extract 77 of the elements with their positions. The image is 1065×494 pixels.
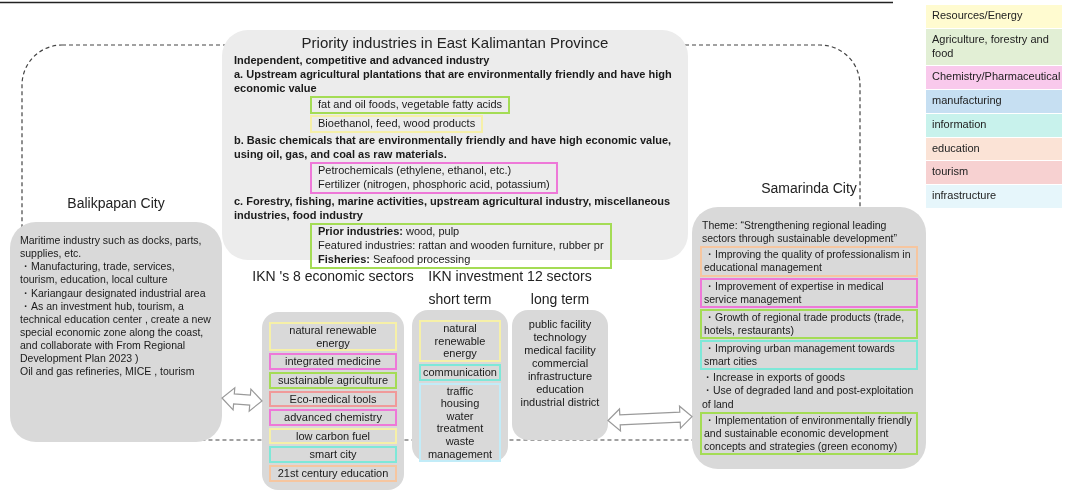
highlight-box (419, 382, 501, 463)
sector-text: Eco-medical tools (288, 392, 378, 406)
sector-text: low carbon fuel (295, 429, 371, 443)
body-text: Oil and gas refineries, MICE , tourism (20, 365, 196, 379)
sector-text: natural renewable energy (433, 322, 487, 360)
sector-text: ・Improving urban management towards smart cities (704, 342, 896, 369)
sector-text: fat and oil foods, vegetable fatty acids (318, 98, 503, 112)
body-text: medical facility (523, 343, 597, 357)
sector-text: integrated medicine (284, 355, 382, 368)
sector-text: smart city (308, 448, 358, 462)
sector-text: traffic (445, 384, 475, 398)
highlight-box (310, 162, 558, 194)
body-text: infrastructure (526, 369, 594, 383)
highlight-box (269, 465, 397, 482)
panel-heading: Balikpapan City (66, 195, 166, 213)
sector-text: housing (439, 397, 481, 410)
body-text: commercial (530, 356, 590, 370)
sector-text: natural renewable energy (288, 324, 378, 350)
body-text: technology (532, 330, 588, 344)
legend-entry: tourism (926, 161, 1062, 184)
highlight-box (700, 340, 918, 371)
panel-heading: long term (529, 291, 591, 309)
sector-text: communication (423, 365, 497, 379)
highlight-box (269, 390, 397, 408)
sector-text: Fertilizer (nitrogen, phosphoric acid, potassium) (318, 178, 550, 192)
body-text: ・As an investment hub, tourism, a technical education center , create a new special economic zone along the coast, and collaborate with From Regional Development Plan 2023 ) (20, 299, 212, 366)
sector-text: 21st century education (276, 467, 390, 480)
highlight-box (419, 320, 501, 362)
body-text: b. Basic chemicals that are environmentally friendly and have high economic value, using oil, gas, and coal as raw materials. (234, 133, 673, 162)
sector-text: ・Implementation of environmentally friendly and sustainable economic development concepts and strategies (green economy) (704, 413, 913, 453)
highlight-box (700, 277, 918, 308)
body-text: public facility (527, 318, 593, 331)
body-text: ・Kariangaur designated industrial area (20, 286, 207, 300)
double-arrow (221, 386, 263, 413)
legend-entry: Resources/Energy (926, 5, 1062, 28)
legend-entry: Chemistry/Pharmaceutical (926, 66, 1062, 89)
highlight-box (269, 427, 397, 445)
sector-text: ・Growth of regional trade products (trade, hotels, restaurants) (704, 310, 906, 337)
highlight-box (269, 409, 397, 426)
body-text: education (535, 382, 585, 396)
sector-text: sustainable agriculture (276, 373, 390, 387)
highlight-box (269, 371, 397, 389)
highlight-box (310, 115, 484, 133)
body-text: Maritime industry such as docks, parts, supplies, etc. (20, 234, 203, 261)
panel-heading: short term (427, 291, 493, 309)
legend-entry: Agriculture, forestry and food (926, 28, 1062, 66)
highlight-box (269, 322, 397, 352)
body-text: ・Manufacturing, trade, services, tourism, education, local culture (20, 260, 176, 287)
sector-text: ・Improving the quality of professionalism in educational management (704, 248, 912, 275)
body-text: Theme: “Strengthening regional leading sectors through sustainable development” (702, 219, 898, 246)
highlight-box (310, 96, 511, 114)
sector-text: advanced chemistry (283, 411, 383, 424)
sector-text: Fisheries: Seafood processing (318, 252, 472, 267)
sector-text: Petrochemicals (ethylene, ethanol, etc.) (318, 164, 513, 178)
legend-entry: information (926, 113, 1062, 137)
sector-text: Prior industries: wood, pulp (318, 225, 461, 239)
sector-text: Featured industries: rattan and wooden furniture, rubber pr (318, 239, 604, 253)
legend-entry: manufacturing (926, 90, 1062, 113)
legend-entry: infrastructure (926, 185, 1062, 208)
highlight-box (700, 246, 918, 277)
body-text: Independent, competitive and advanced industry (234, 54, 491, 68)
panel-heading: IKN 's 8 economic sectors (251, 268, 415, 286)
highlight-box (269, 353, 397, 370)
body-text: ・Use of degraded land and post-exploitation of land (702, 384, 915, 411)
highlight-box (419, 363, 501, 381)
legend-entry: education (926, 137, 1062, 161)
body-text: ・Increase in exports of goods (702, 371, 846, 385)
panel-heading: Samarinda City (760, 180, 858, 198)
sector-text: ・Improvement of expertise in medical service management (704, 279, 885, 306)
double-arrow (607, 404, 693, 433)
highlight-box (269, 446, 397, 464)
sector-text: waste management (426, 435, 494, 461)
body-text: industrial district (519, 395, 601, 409)
highlight-box (310, 223, 612, 269)
highlight-box (700, 308, 918, 339)
panel-title: Priority industries in East Kalimantan Province (300, 34, 610, 51)
sector-text: Bioethanol, feed, wood products (318, 117, 476, 131)
